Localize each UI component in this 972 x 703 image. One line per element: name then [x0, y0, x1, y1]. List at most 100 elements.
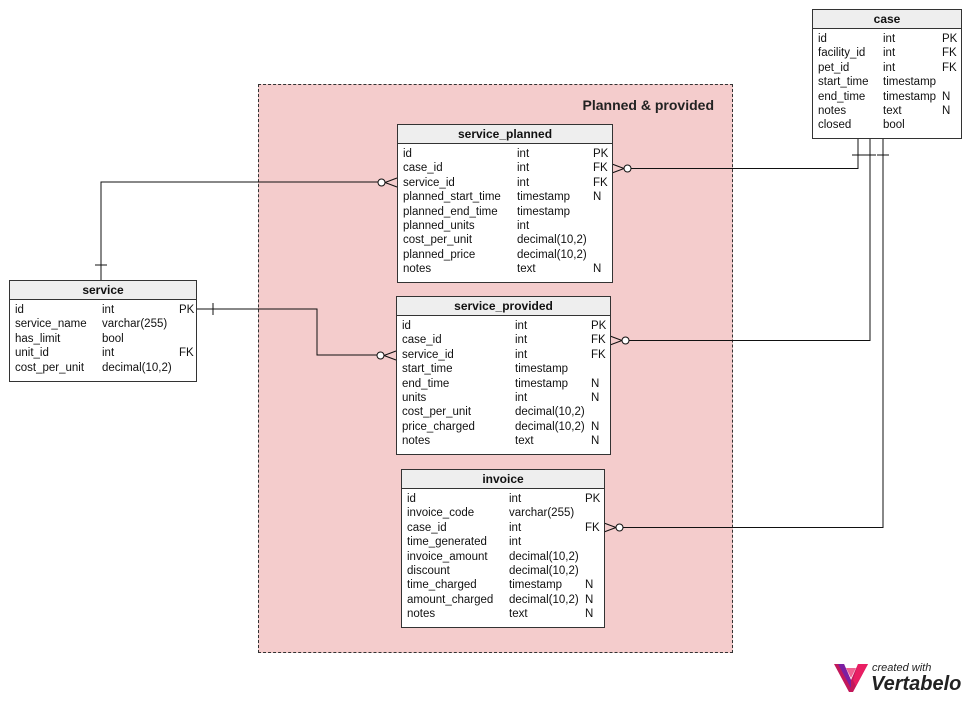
column-name: time_generated: [407, 536, 487, 549]
column-type: varchar(255): [509, 507, 575, 520]
column-name: has_limit: [15, 332, 61, 345]
column-flag: N: [942, 90, 951, 103]
column-name: end_time: [818, 90, 866, 103]
column-type: int: [517, 219, 530, 232]
column-flag: N: [585, 608, 594, 621]
column-name: cost_per_unit: [402, 406, 472, 419]
column-flag: FK: [593, 176, 608, 189]
rel-case-to-service-planned: [631, 139, 859, 169]
column-type: int: [515, 334, 528, 347]
column-type: timestamp: [517, 205, 571, 218]
column-flag: FK: [942, 47, 957, 60]
column-type: int: [102, 304, 115, 316]
rel-optional-circle: [376, 351, 385, 360]
column-type: decimal(10,2): [509, 593, 579, 606]
column-type: int: [515, 320, 528, 332]
column-row[interactable]: cost_per_unit decimal(10,2): [398, 233, 612, 247]
table-title: service: [10, 281, 196, 300]
column-type: decimal(10,2): [102, 361, 172, 374]
column-row[interactable]: time_generated int: [402, 535, 604, 549]
column-row[interactable]: has_limit bool: [10, 332, 196, 346]
column-name: service_name: [15, 318, 87, 331]
column-name: case_id: [403, 162, 443, 175]
column-type: int: [517, 162, 530, 175]
rel-case-to-service-provided: [629, 139, 871, 341]
column-flag: PK: [179, 304, 195, 316]
column-name: service_id: [402, 348, 454, 361]
column-name: facility_id: [818, 47, 866, 60]
column-flag: FK: [942, 61, 957, 74]
column-name: price_charged: [402, 420, 475, 433]
column-flag: PK: [585, 493, 601, 505]
column-type: bool: [102, 332, 124, 345]
column-flag: N: [591, 391, 600, 404]
column-row[interactable]: invoice_code varchar(255): [402, 506, 604, 520]
column-name: invoice_code: [407, 507, 475, 520]
column-type: decimal(10,2): [517, 234, 587, 247]
column-type: int: [509, 521, 522, 534]
rel-optional-circle: [615, 523, 624, 532]
rel-crowfoot: [383, 350, 397, 361]
column-flag: PK: [591, 320, 607, 332]
column-type: decimal(10,2): [515, 420, 585, 433]
subject-area-title: Planned & provided: [582, 97, 714, 113]
column-name: cost_per_unit: [403, 234, 473, 247]
rel-crowfoot: [603, 522, 617, 533]
column-type: int: [102, 347, 115, 360]
column-type: int: [509, 536, 522, 549]
rel-case-to-invoice: [623, 139, 884, 528]
column-name: start_time: [402, 363, 453, 376]
column-row[interactable]: facility_id int FK: [813, 46, 961, 60]
column-flag: N: [591, 377, 600, 390]
column-type: timestamp: [517, 191, 571, 204]
column-flag: FK: [591, 348, 606, 361]
column-type: int: [515, 391, 528, 404]
column-type: int: [883, 47, 896, 60]
column-type: decimal(10,2): [517, 248, 587, 261]
rel-optional-circle: [621, 336, 630, 345]
